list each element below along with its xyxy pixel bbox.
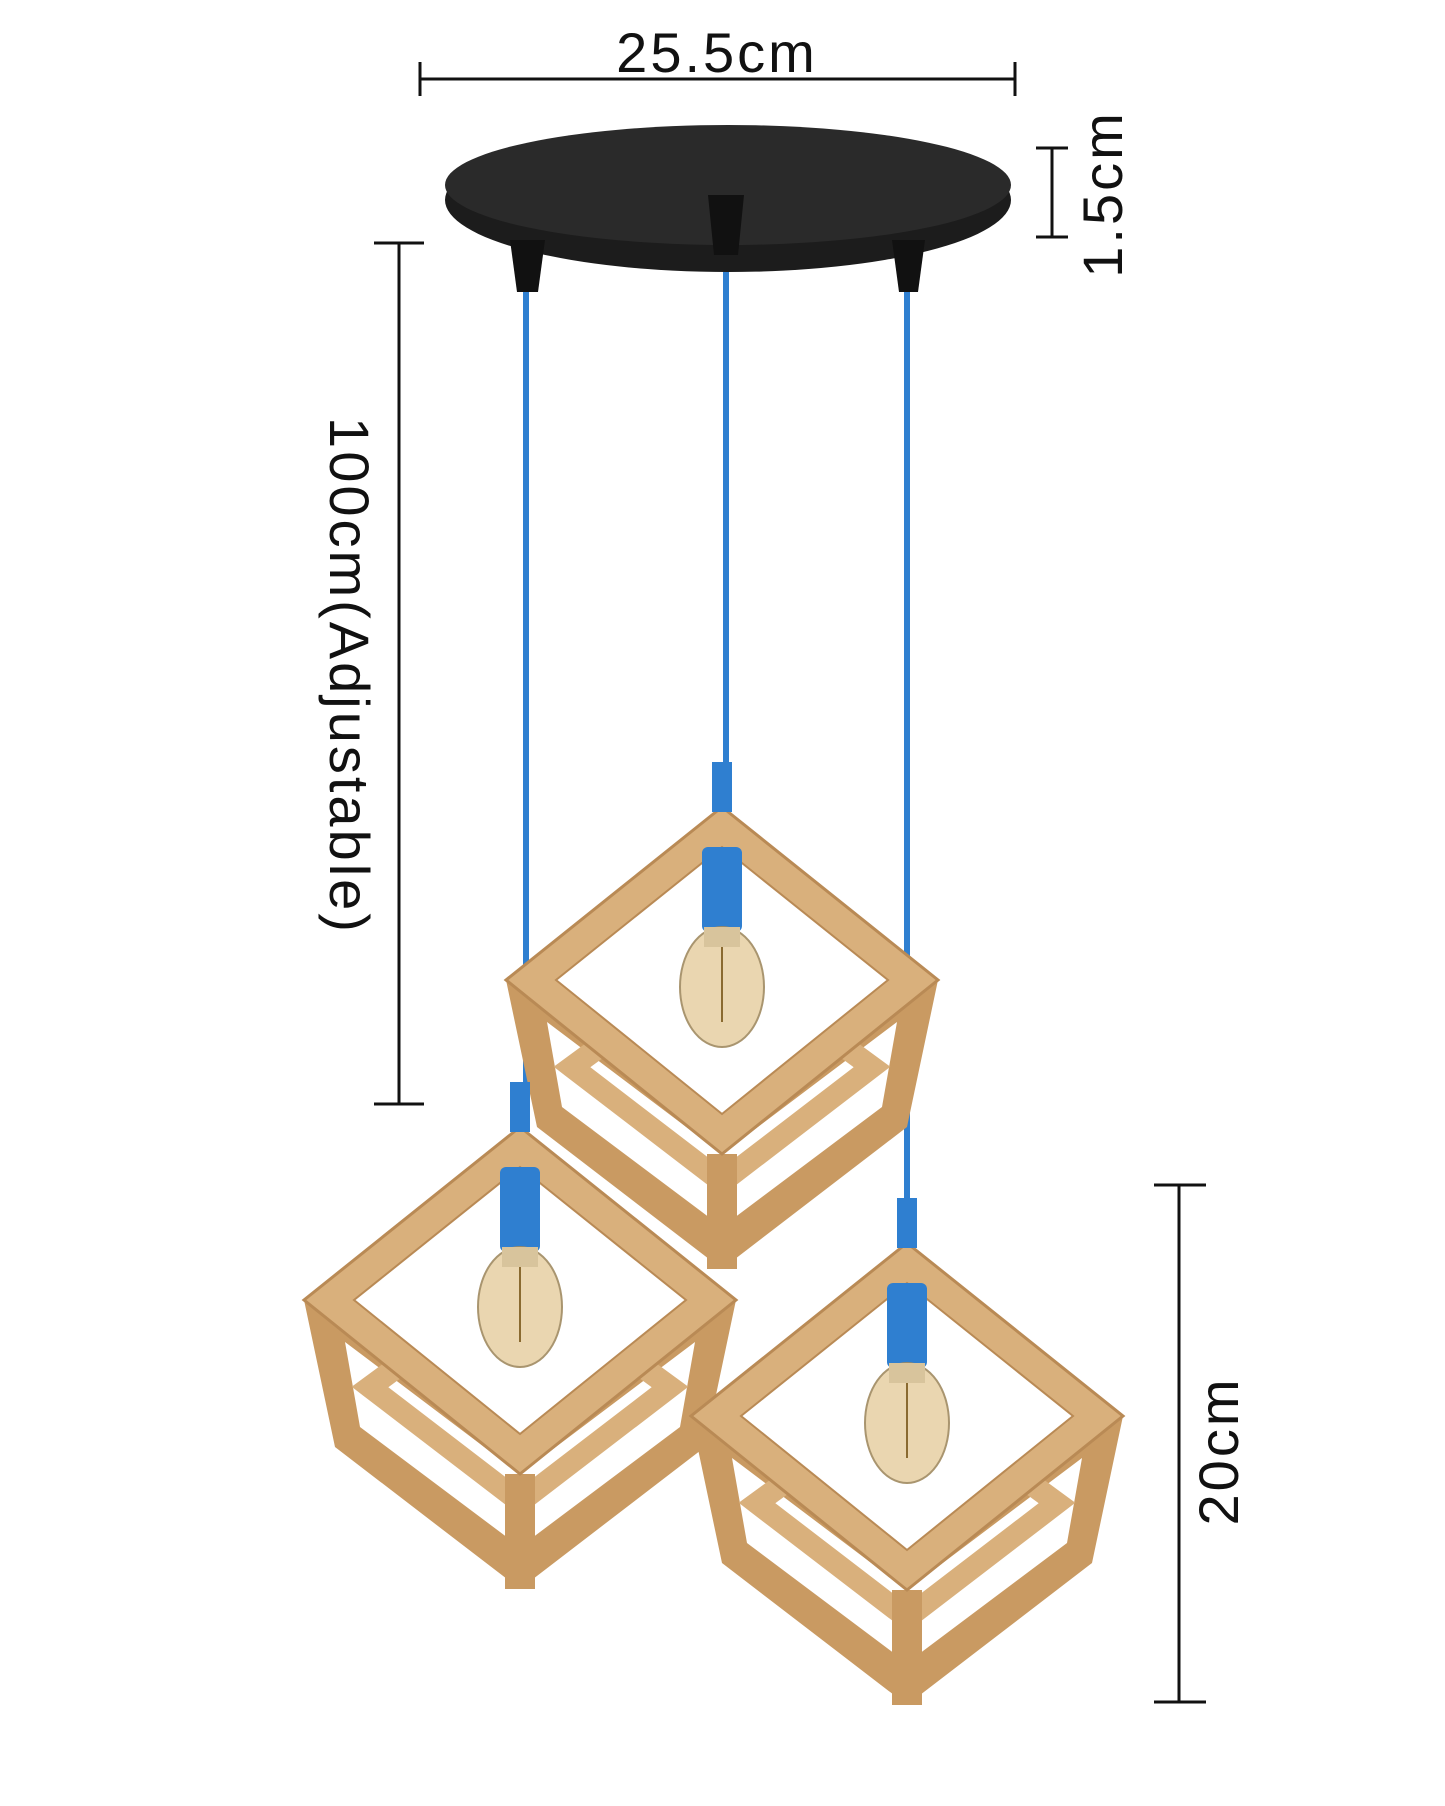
shade-height-dimension: 20cm — [1154, 1183, 1250, 1704]
cord-length-label: 100cm(Adjustable) — [318, 417, 381, 935]
shade-height-label: 20cm — [1187, 1377, 1250, 1526]
cord-length-dimension: 100cm(Adjustable) — [318, 241, 424, 1106]
pendant-shade-right — [691, 1198, 1123, 1705]
canopy-height-label: 1.5cm — [1071, 110, 1134, 278]
width-label: 25.5cm — [616, 21, 818, 84]
width-dimension: 25.5cm — [418, 21, 1017, 96]
ceiling-canopy — [445, 125, 1011, 292]
canopy-height-dimension: 1.5cm — [1036, 110, 1134, 278]
